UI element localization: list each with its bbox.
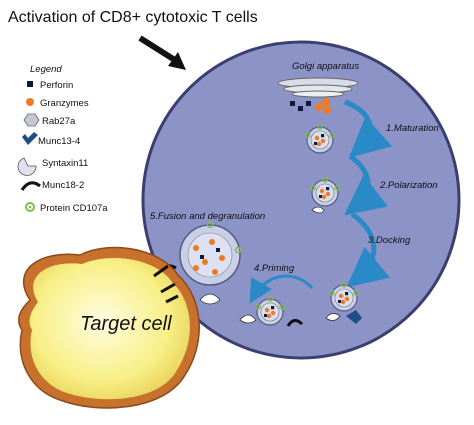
legend-item-label: Granzymes [40,98,89,109]
cd107a-ring-icon [25,202,35,212]
docking-label: 3.Docking [368,235,411,246]
munc13-4-docking [346,310,362,324]
activation-arrow [138,35,186,70]
priming-arrow [249,274,314,304]
fusion-vesicle [179,221,242,286]
rab27a-hexagon-icon [23,113,40,127]
polarization-arrow [344,153,389,216]
golgi-apparatus [277,77,359,98]
synapse-contacts [153,264,179,304]
munc13-4-chevron-icon [22,132,38,145]
syntaxin11-shape-icon [17,157,37,176]
fusion-label: 5.Fusion and degranulation [150,211,265,222]
legend: Legend Perforin Granzymes Rab27a Munc13-… [17,64,108,214]
maturation-arrow [344,99,392,158]
budding-granules [290,98,331,114]
legend-item-label: Perforin [40,80,73,91]
perforin-square-icon [27,81,33,87]
munc18-2-arc-icon [20,181,41,191]
munc18-2-priming [286,319,304,327]
legend-item-label: Syntaxin11 [42,158,88,169]
syntaxin-priming [239,314,257,324]
golgi-label: Golgi apparatus [292,61,359,72]
priming-label: 4.Priming [254,263,295,274]
diagram-title: Activation of CD8+ cytotoxic T cells [8,9,258,26]
legend-item-label: Rab27a [42,116,76,127]
legend-heading: Legend [30,64,62,75]
cd107a-ring-core [28,205,32,209]
rab27a-polarization [311,206,325,214]
granzyme-dot-icon [26,98,34,106]
syntaxin-docking [325,313,341,321]
polarization-label: 2.Polarization [379,180,438,191]
legend-item-label: Munc18-2 [42,180,84,191]
syntaxin-fusion [199,293,221,305]
target-cell [18,246,200,409]
maturation-label: 1.Maturation [386,123,439,134]
docking-arrow [346,211,391,288]
target-cell-label: Target cell [80,313,172,335]
legend-item-label: Protein CD107a [40,203,108,214]
legend-item-label: Munc13-4 [38,136,80,147]
